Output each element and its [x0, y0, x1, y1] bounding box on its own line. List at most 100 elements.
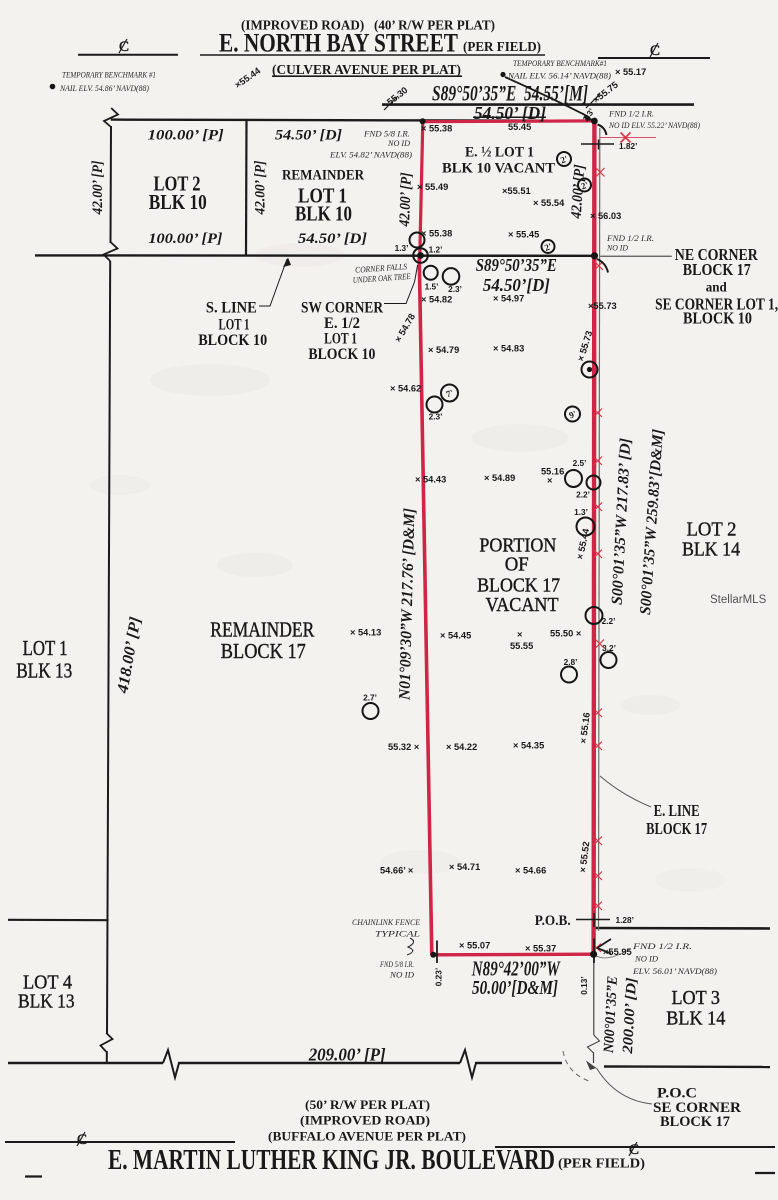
svg-text:× 54.97: × 54.97: [493, 294, 524, 304]
svg-text:2.7’: 2.7’: [363, 693, 377, 703]
svg-text:ELV. 54.82’ NAVD(88): ELV. 54.82’ NAVD(88): [329, 150, 412, 160]
svg-text:54.66’ ×: 54.66’ ×: [380, 866, 414, 876]
svg-text:LOT 3: LOT 3: [671, 987, 720, 1009]
svg-text:42.00’ [P]: 42.00’ [P]: [253, 161, 269, 216]
svg-text:VACANT: VACANT: [486, 594, 559, 616]
svg-text:BLOCK 17: BLOCK 17: [660, 1114, 730, 1130]
svg-text:(PER FIELD): (PER FIELD): [463, 39, 541, 54]
svg-text:209.00’ [P]: 209.00’ [P]: [308, 1045, 386, 1065]
svg-text:× 55.49: × 55.49: [417, 182, 448, 192]
svg-text:ELV. 56.01’ NAVD(88): ELV. 56.01’ NAVD(88): [632, 966, 717, 976]
svg-text:BLOCK 17: BLOCK 17: [221, 639, 306, 663]
svg-text:(BUFFALO AVENUE PER PLAT): (BUFFALO AVENUE PER PLAT): [268, 1129, 466, 1144]
svg-text:100.00’ [P]: 100.00’ [P]: [148, 128, 224, 144]
svg-text:BLK 14: BLK 14: [682, 539, 740, 561]
svg-text:N01°09’30”W 217.76’ [D&M]: N01°09’30”W 217.76’ [D&M]: [396, 508, 418, 701]
svg-text:BLOCK 17: BLOCK 17: [683, 260, 751, 279]
svg-text:× 54.79: × 54.79: [428, 345, 459, 355]
svg-text:NO ID ELV. 55.22’ NAVD(88): NO ID ELV. 55.22’ NAVD(88): [608, 120, 700, 130]
svg-text:×: ×: [547, 476, 553, 486]
svg-text:× 54.13: × 54.13: [350, 628, 381, 638]
svg-text:P.O.B.: P.O.B.: [535, 913, 571, 929]
svg-text:SE CORNER LOT 1,: SE CORNER LOT 1,: [655, 295, 778, 314]
svg-text:UNDER OAK TREE: UNDER OAK TREE: [352, 271, 411, 285]
svg-text:CORNER FALLS: CORNER FALLS: [355, 261, 408, 275]
svg-text:FND 1/2 I.R.: FND 1/2 I.R.: [632, 941, 692, 951]
svg-text:FND 5/8 I.R.: FND 5/8 I.R.: [363, 129, 410, 139]
svg-text:× 54.89: × 54.89: [484, 473, 515, 483]
svg-text:1.3’: 1.3’: [395, 243, 409, 253]
svg-text:× 54.82: × 54.82: [421, 295, 452, 305]
svg-text:× 54.22: × 54.22: [446, 742, 477, 752]
svg-text:× 54.83: × 54.83: [493, 344, 524, 354]
svg-text:S89°50’35”E 54.55’[M]: S89°50’35”E 54.55’[M]: [432, 81, 588, 106]
svg-text:(50’ R/W PER PLAT): (50’ R/W PER PLAT): [305, 1097, 430, 1112]
svg-text:55.45: 55.45: [508, 122, 531, 132]
svg-text:SW CORNER: SW CORNER: [301, 300, 384, 317]
svg-text:×55.95: ×55.95: [603, 947, 632, 957]
svg-text:42.00’ [P]: 42.00’ [P]: [397, 172, 415, 227]
svg-text:1.3’: 1.3’: [574, 507, 588, 517]
svg-text:BLK 10: BLK 10: [295, 202, 352, 226]
svg-text:BLOCK 17: BLOCK 17: [477, 575, 560, 597]
svg-text:1.82’: 1.82’: [619, 141, 637, 151]
svg-text:1.5’: 1.5’: [425, 282, 439, 292]
svg-text:× 54.62: × 54.62: [390, 384, 421, 394]
svg-text:C: C: [650, 43, 660, 59]
svg-text:(CULVER AVENUE PER PLAT): (CULVER AVENUE PER PLAT): [272, 62, 461, 77]
svg-text:E. 1/2: E. 1/2: [324, 315, 360, 332]
svg-text:7': 7': [445, 388, 455, 400]
svg-text:NAIL ELV. 56.14’ NAVD(88): NAIL ELV. 56.14’ NAVD(88): [507, 71, 611, 81]
svg-text:55.32 ×: 55.32 ×: [388, 742, 420, 752]
svg-text:55.16: 55.16: [541, 467, 564, 477]
svg-text:BLK 14: BLK 14: [666, 1008, 725, 1030]
svg-text:LOT 1: LOT 1: [219, 317, 250, 334]
svg-text:BLOCK 10: BLOCK 10: [198, 332, 267, 349]
svg-text:× 54.35: × 54.35: [513, 741, 544, 751]
svg-text:2.5’: 2.5’: [573, 458, 587, 468]
svg-text:NO ID: NO ID: [389, 970, 415, 980]
svg-text:× 54.45: × 54.45: [440, 631, 471, 641]
svg-text:E. NORTH BAY STREET: E. NORTH BAY STREET: [219, 29, 458, 58]
svg-text:0.13’: 0.13’: [579, 976, 589, 994]
svg-text:StellarMLS: StellarMLS: [710, 594, 767, 606]
svg-text:FND 5/8 I.R.: FND 5/8 I.R.: [379, 959, 414, 969]
svg-text:×: ×: [517, 630, 523, 640]
svg-text:54.50’ [D]: 54.50’ [D]: [298, 231, 367, 247]
svg-text:× 54.71: × 54.71: [449, 862, 480, 872]
svg-text:× 55.37: × 55.37: [525, 944, 556, 954]
svg-text:NAIL ELV. 54.86’ NAVD(88): NAIL ELV. 54.86’ NAVD(88): [59, 83, 149, 93]
svg-text:LOT 2: LOT 2: [687, 519, 737, 541]
svg-text:55.50 ×: 55.50 ×: [550, 629, 582, 639]
svg-text:×55.73: ×55.73: [588, 301, 617, 311]
svg-text:FND 1/2 I.R.: FND 1/2 I.R.: [606, 233, 654, 243]
svg-text:2': 2': [543, 241, 553, 253]
svg-text:× 55.07: × 55.07: [459, 941, 490, 951]
svg-text:LOT 4: LOT 4: [23, 972, 72, 994]
svg-text:55.55: 55.55: [510, 641, 533, 651]
svg-text:0.23’: 0.23’: [434, 968, 444, 986]
svg-text:2.3’: 2.3’: [448, 284, 462, 294]
svg-text:C: C: [119, 39, 129, 55]
svg-text:N00°01’35”E: N00°01’35”E: [601, 975, 621, 1054]
svg-text:1.28’: 1.28’: [616, 915, 634, 925]
svg-text:42.00’ [P]: 42.00’ [P]: [569, 164, 589, 220]
svg-text:×55.51: ×55.51: [502, 186, 531, 196]
svg-text:TEMPORARY BENCHMARK#1: TEMPORARY BENCHMARK#1: [513, 58, 607, 68]
svg-text:NO ID: NO ID: [634, 954, 659, 964]
svg-text:200.00’ [D]: 200.00’ [D]: [620, 977, 640, 1055]
svg-text:N89°42’00”W: N89°42’00”W: [471, 957, 561, 981]
svg-text:BLOCK 10: BLOCK 10: [308, 346, 375, 363]
svg-text:SE CORNER: SE CORNER: [653, 1100, 742, 1116]
svg-text:(IMPROVED ROAD): (IMPROVED ROAD): [300, 1113, 430, 1128]
svg-text:× 55.54: × 55.54: [533, 198, 565, 208]
svg-text:LOT 2: LOT 2: [154, 172, 201, 196]
svg-text:× 54.43: × 54.43: [415, 475, 446, 485]
svg-text:NE CORNER: NE CORNER: [675, 245, 759, 264]
svg-text:BLOCK 17: BLOCK 17: [646, 819, 707, 838]
svg-text:S89°50’35”E: S89°50’35”E: [476, 255, 557, 275]
svg-text:× 55.45: × 55.45: [508, 230, 539, 240]
svg-text:BLK 10 VACANT: BLK 10 VACANT: [442, 161, 555, 177]
svg-text:3.2’: 3.2’: [602, 643, 616, 653]
svg-text:2': 2': [559, 154, 569, 166]
